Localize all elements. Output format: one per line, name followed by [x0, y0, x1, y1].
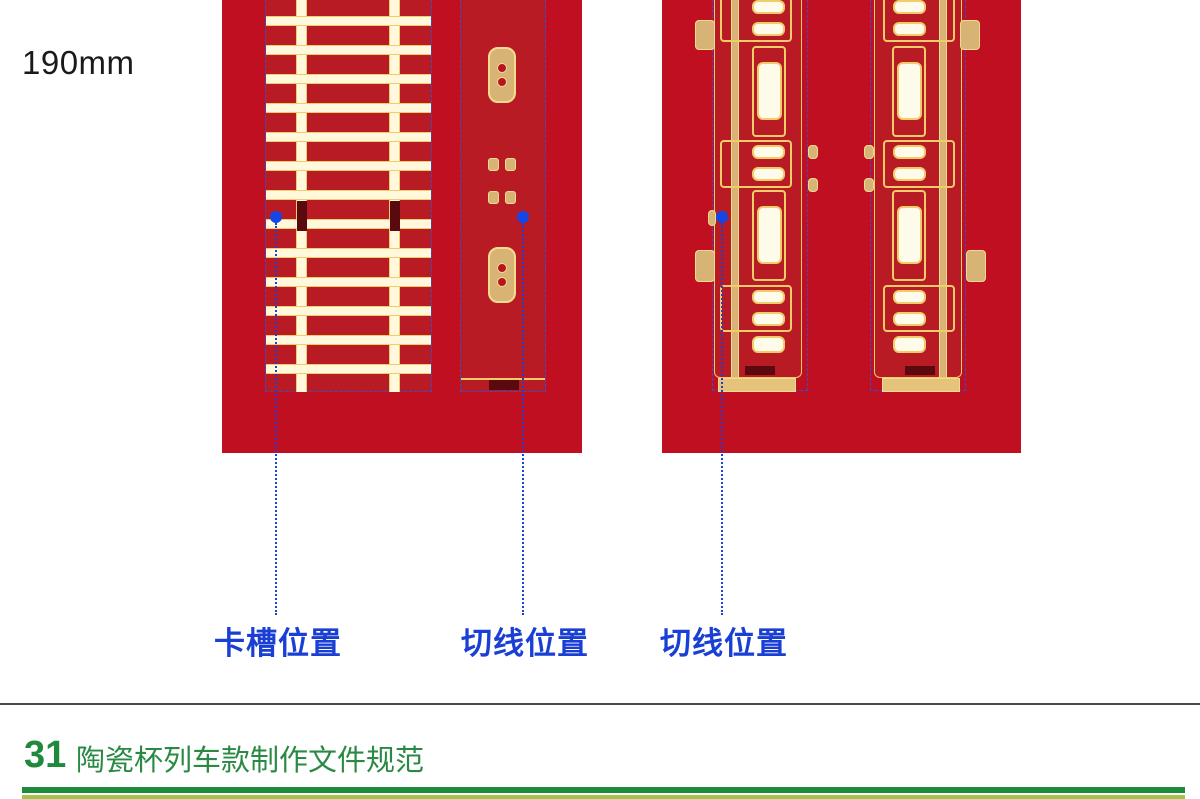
- dimension-label: 190mm: [22, 44, 135, 81]
- pin-square: [505, 191, 516, 204]
- train-bump: [708, 210, 716, 226]
- train-rail: [939, 0, 947, 377]
- base-strip: [460, 0, 546, 392]
- slot-mark: [390, 201, 400, 231]
- train-base: [882, 378, 960, 392]
- train-coupler: [966, 250, 986, 282]
- callout-leader-line: [522, 223, 524, 615]
- rail-track: [265, 0, 432, 392]
- callout-leader-line: [721, 223, 723, 615]
- rail-tie: [266, 132, 431, 142]
- rail-tie: [266, 335, 431, 345]
- callout-marker: [716, 211, 728, 223]
- slot-mark: [297, 201, 307, 231]
- train-bump: [864, 178, 874, 192]
- train-coupler: [960, 20, 980, 50]
- rail-tie: [266, 45, 431, 55]
- rail-tie: [266, 161, 431, 171]
- rail-tie: [266, 306, 431, 316]
- connector-pill: [488, 47, 516, 103]
- train-coupler: [695, 20, 715, 50]
- section-title: 陶瓷杯列车款制作文件规范: [76, 743, 425, 777]
- connector-pill: [488, 247, 516, 303]
- train-car-left: [714, 0, 802, 378]
- callout-marker: [270, 211, 282, 223]
- rail-tie: [266, 248, 431, 258]
- callout-marker: [517, 211, 529, 223]
- accent-bar-dark: [22, 787, 1185, 793]
- rail-tie: [266, 219, 431, 229]
- train-rail: [731, 0, 739, 377]
- rail-tie: [266, 190, 431, 200]
- pin-square: [488, 191, 499, 204]
- train-base: [718, 378, 796, 392]
- train-bump: [864, 145, 874, 159]
- slot-mark: [489, 380, 519, 390]
- train-bump: [808, 178, 818, 192]
- callout-cut-line-position: 切线位置: [461, 626, 589, 662]
- pin-square: [488, 158, 499, 171]
- rail-tie: [266, 16, 431, 26]
- callout-leader-line: [275, 223, 277, 615]
- train-car-right: [874, 0, 962, 378]
- rail-tie: [266, 364, 431, 374]
- section-divider: [0, 703, 1200, 705]
- callout-slot-position: 卡槽位置: [214, 626, 342, 662]
- section-number: 31: [24, 734, 67, 776]
- rail-tie: [266, 74, 431, 84]
- callout-cut-line-position: 切线位置: [660, 626, 788, 662]
- accent-bar-light: [22, 795, 1185, 799]
- rail-tie: [266, 277, 431, 287]
- train-coupler: [695, 250, 715, 282]
- rail-tie: [266, 103, 431, 113]
- pin-square: [505, 158, 516, 171]
- train-bump: [808, 145, 818, 159]
